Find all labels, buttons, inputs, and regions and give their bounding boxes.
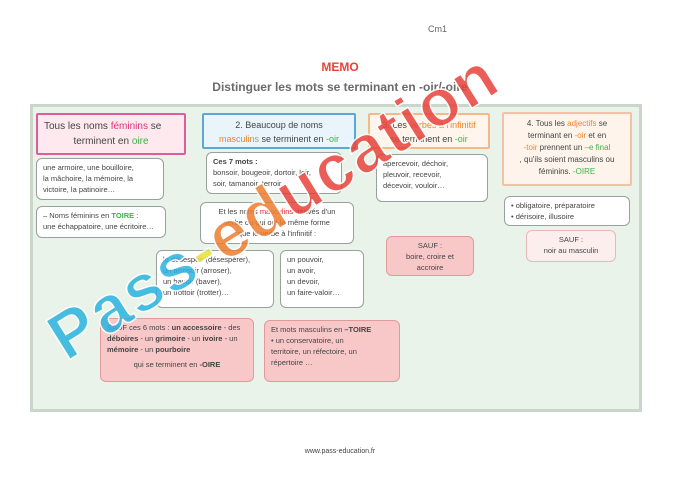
rule-header-4: 4. Tous les adjectifs se terminant en -o… [502, 112, 632, 186]
examples-box-2: Ces 7 mots : bonsoir, bougeoir, dortoir,… [206, 152, 342, 194]
toire-box: Et mots masculins en –TOIRE • un conserv… [264, 320, 400, 382]
example-line: une armoire, une bouilloire, [43, 163, 134, 172]
exception-box-1: – Noms féminins en TOIRE : une échappato… [36, 206, 166, 238]
footer-url[interactable]: www.pass-education.fr [304, 448, 376, 455]
verb-examples-left: le désespoir (désespérer), un arrosoir (… [156, 250, 274, 308]
page-title: Distinguer les mots se terminant en -oir… [212, 80, 468, 94]
examples-box-4: • obligatoire, préparatoire • dérisoire,… [504, 196, 630, 226]
examples-box-3: apercevoir, déchoir, pleuvoir, recevoir,… [376, 154, 488, 202]
memo-title: MEMO [321, 60, 359, 74]
rule-header-1: Tous les noms féminins se terminent en o… [36, 113, 186, 155]
examples-box-1: une armoire, une bouilloire, la mâchoire… [36, 158, 164, 200]
exception-box-3: SAUF : boire, croire et accroire [386, 236, 474, 276]
exception-box-2: SAUF ces 6 mots : un accessoire - des dé… [100, 318, 254, 382]
example-line: la mâchoire, la mémoire, la [43, 173, 134, 183]
verb-examples-right: un pouvoir, un avoir, un devoir, un fair… [280, 250, 364, 308]
verb-rule-box: Et les noms masculins dérivés d'un verbe… [200, 202, 354, 244]
rule-header-2: 2. Beaucoup de noms masculins se termine… [202, 113, 356, 149]
grade-label: Cm1 [428, 24, 448, 34]
rule-header-3: 3. Les verbes à l'infinitif se terminent… [368, 113, 490, 149]
example-line: victoire, la patinoire… [43, 184, 116, 194]
exception-box-4: SAUF : noir au masculin [526, 230, 616, 262]
